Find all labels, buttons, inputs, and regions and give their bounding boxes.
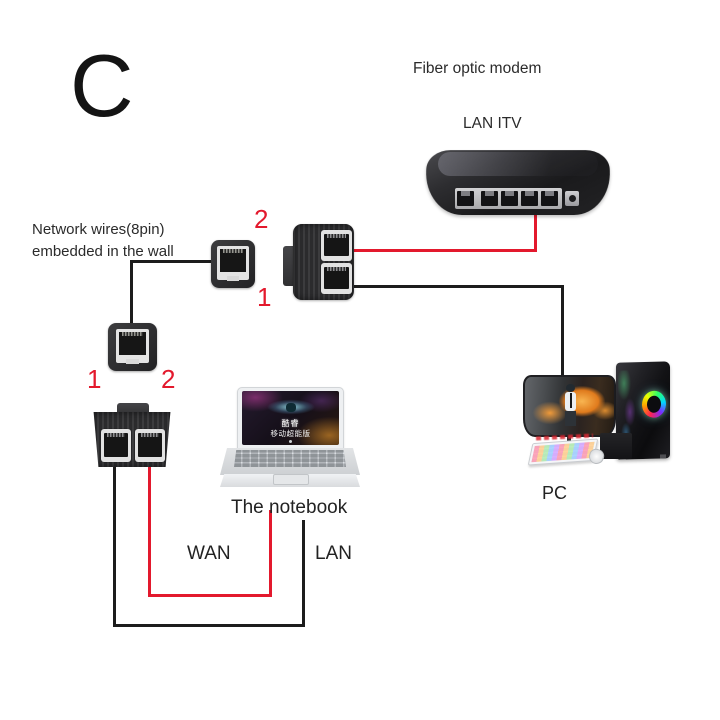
modem-gloss (438, 152, 598, 176)
red-cable-wan-left (148, 461, 151, 597)
tower-foot (660, 454, 666, 459)
laptop-brand-line2: 移动超能版 (270, 428, 311, 438)
splitter-port-1 (101, 429, 131, 462)
laptop-wallpaper-logo (266, 399, 315, 415)
label-lan: LAN (315, 543, 352, 564)
game-character-body (565, 392, 576, 411)
red-cable-modem-to-splitter (352, 249, 537, 252)
rj45-splitter-lower-image (92, 403, 172, 467)
rgb-fan-icon (642, 390, 666, 419)
power-jack (565, 191, 579, 206)
label-network-wires-line1: Network wires(8pin) (32, 221, 165, 238)
splitter-plug-tab (283, 246, 296, 286)
black-cable-walljack-vertical (130, 260, 133, 326)
laptop-screen: 酷睿 移动超能版 (237, 387, 344, 451)
red-cable-wan-bottom (148, 594, 272, 597)
game-character-legs (565, 411, 576, 426)
laptop-display: 酷睿 移动超能版 (242, 391, 339, 445)
label-network-wires-line2: embedded in the wall (32, 242, 174, 260)
port-number-upper-2: 2 (254, 204, 269, 234)
splitter-port-2 (135, 429, 165, 462)
rj45-latch (227, 276, 239, 281)
rj45-splitter-upper-image (283, 222, 354, 302)
game-character (566, 384, 575, 392)
pc-keyboard (527, 438, 599, 466)
notebook-image: 酷睿 移动超能版 (220, 384, 360, 494)
rj45-port (521, 191, 538, 206)
rj45-port (541, 191, 558, 206)
label-lan-itv: LAN ITV (463, 115, 522, 132)
curved-monitor (523, 375, 616, 437)
rj45-port (501, 191, 518, 206)
variant-letter: C (70, 36, 134, 135)
label-fiber-optic-modem: Fiber optic modem (413, 60, 542, 77)
label-pc: PC (542, 483, 568, 503)
label-wan: WAN (187, 543, 231, 564)
black-cable-splitter-to-pc-horizontal (352, 285, 564, 288)
rj45-port (481, 191, 498, 206)
laptop-camera-dot (289, 440, 292, 443)
pc-keyboard-area (526, 433, 606, 466)
label-network-wires: Network wires(8pin) embedded in the wall (32, 219, 174, 262)
speaker-box (600, 433, 632, 459)
pc-image (523, 361, 673, 466)
rj45-port (457, 191, 474, 206)
black-cable-lan-left (113, 461, 116, 627)
tower-glass-glint (618, 370, 638, 443)
rj45-port (217, 246, 249, 280)
fiber-modem-image (424, 147, 612, 216)
label-the-notebook: The notebook (231, 497, 348, 518)
black-cable-splitter-to-pc-vertical (561, 285, 564, 377)
port-number-upper-1: 1 (257, 282, 272, 312)
black-cable-walljack-horizontal (130, 260, 214, 263)
wall-jack-upper-image (211, 240, 255, 288)
laptop-brand-line1: 酷睿 (281, 419, 300, 428)
port-number-lower-2: 2 (161, 364, 176, 394)
red-cable-wan-up (269, 510, 272, 597)
splitter-port-1 (321, 263, 352, 294)
rj45-latch (126, 359, 139, 364)
laptop-trackpad (273, 474, 309, 485)
laptop-keyboard-deck (220, 448, 360, 475)
black-cable-lan-bottom (113, 624, 305, 627)
black-cable-lan-up (302, 520, 305, 627)
modem-port-panel (455, 188, 562, 209)
rj45-port (116, 329, 149, 363)
port-number-lower-1: 1 (87, 364, 102, 394)
wall-jack-lower-image (108, 323, 157, 371)
laptop-keys (234, 450, 346, 467)
laptop-front-edge (220, 474, 360, 487)
splitter-port-2 (321, 230, 352, 261)
red-cable-modem-drop (534, 213, 537, 252)
